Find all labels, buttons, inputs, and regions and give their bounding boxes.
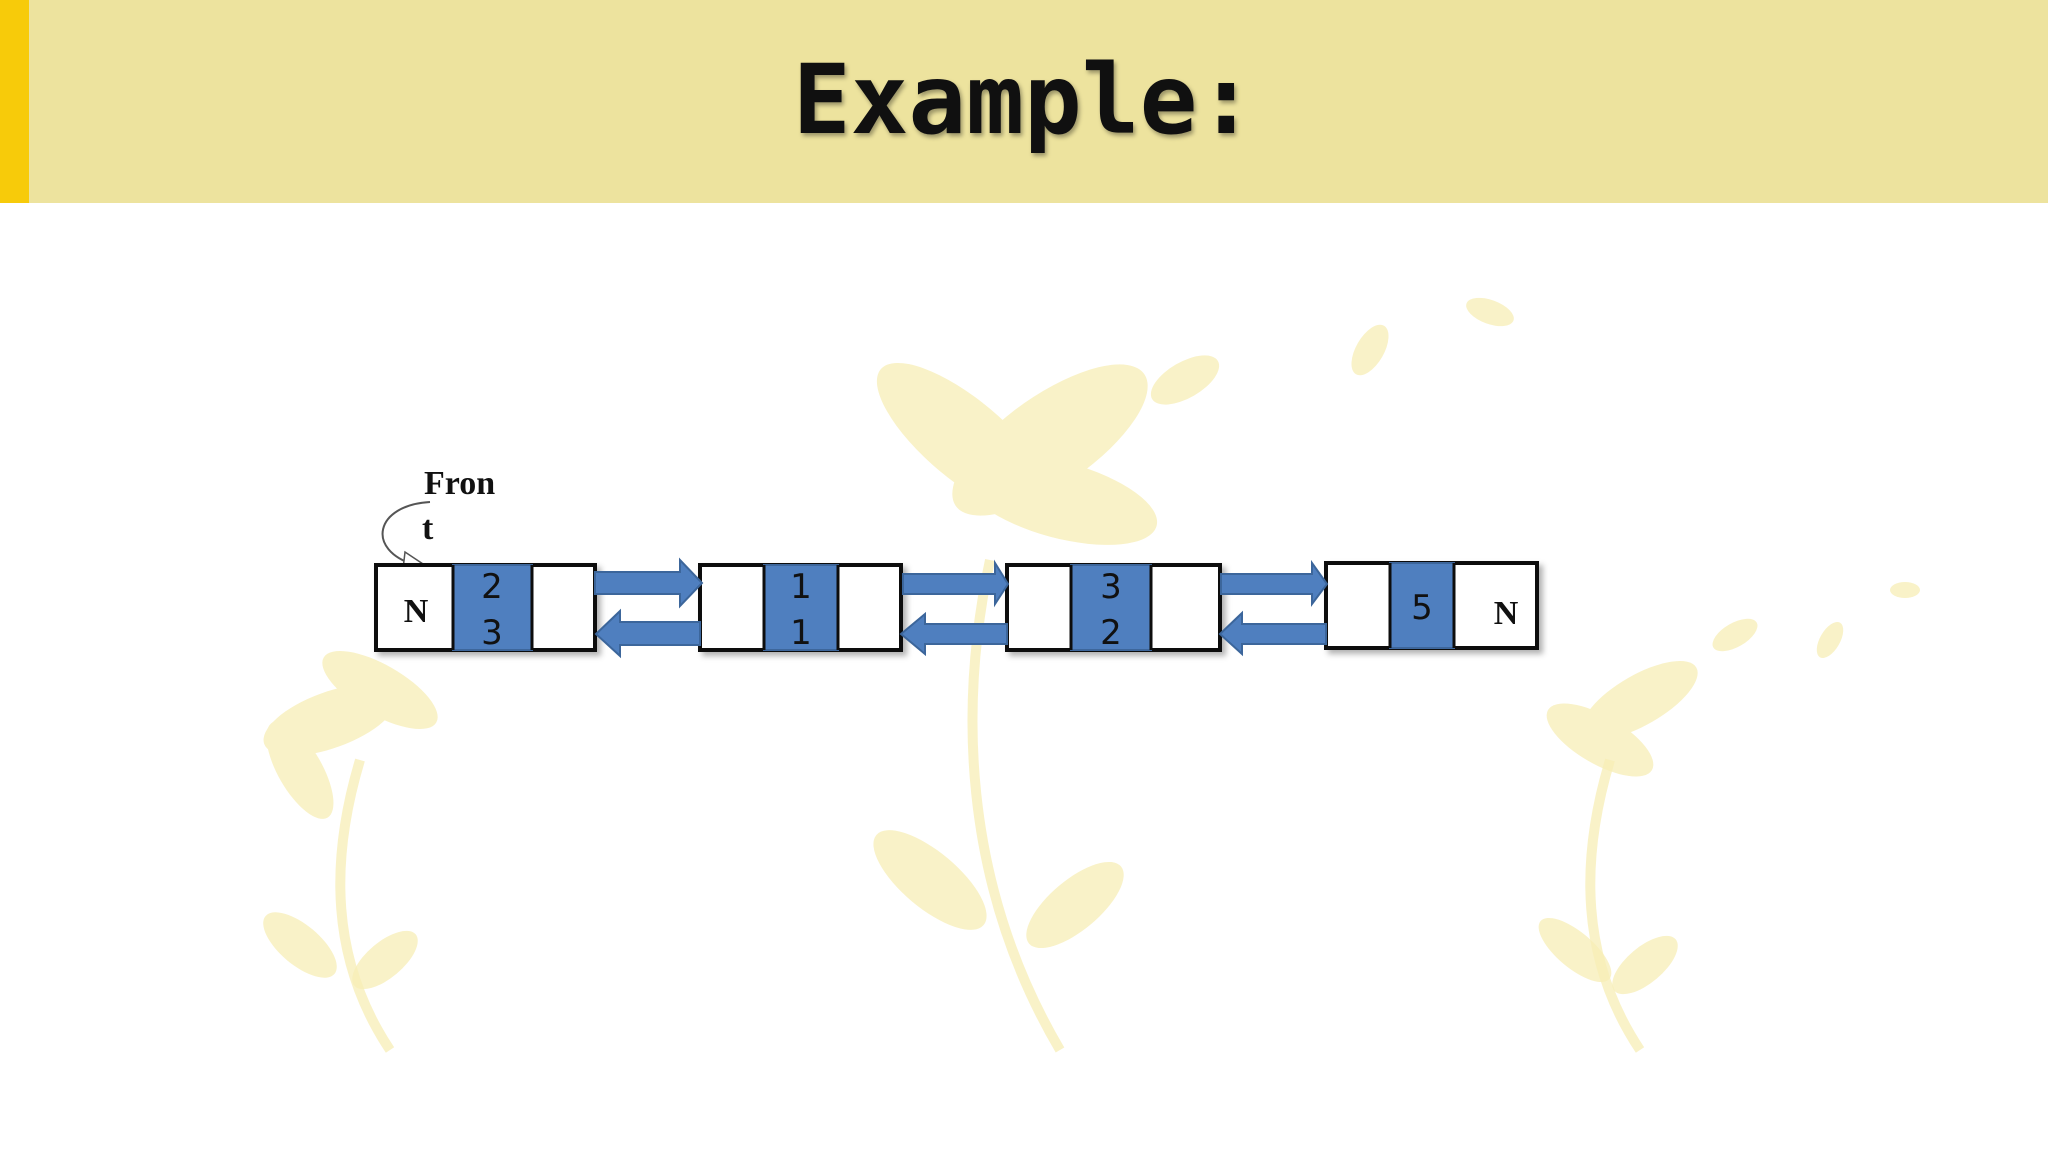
title-accent-bar <box>0 0 29 203</box>
right-arrow-icon <box>1220 559 1329 607</box>
node-3-data-line2: 2 <box>1100 613 1122 653</box>
slide-title: Example: <box>792 44 1256 156</box>
right-arrow-icon <box>594 557 704 609</box>
right-arrow-icon <box>902 559 1010 608</box>
node-1-data-line2: 3 <box>481 613 503 653</box>
node-4-data: 5 <box>1411 588 1433 628</box>
node-2-data-line2: 1 <box>790 613 812 653</box>
node-1-data-line1: 2 <box>481 567 503 607</box>
left-arrow-icon <box>1218 610 1327 657</box>
title-banner <box>0 0 2048 203</box>
front-label-line2: t <box>422 510 434 547</box>
list-node-3 <box>1005 563 1222 652</box>
front-label-line1: Fron <box>424 465 495 502</box>
node-3-data-line1: 3 <box>1100 567 1122 607</box>
node-1-prev-pointer: N <box>404 593 429 630</box>
node-2-data-line1: 1 <box>790 567 812 607</box>
left-arrow-icon <box>594 608 701 659</box>
list-node-1 <box>374 563 597 652</box>
left-arrow-icon <box>899 611 1008 657</box>
list-node-4 <box>1324 561 1539 650</box>
list-node-2 <box>698 563 903 652</box>
node-4-next-pointer: N <box>1494 595 1519 632</box>
